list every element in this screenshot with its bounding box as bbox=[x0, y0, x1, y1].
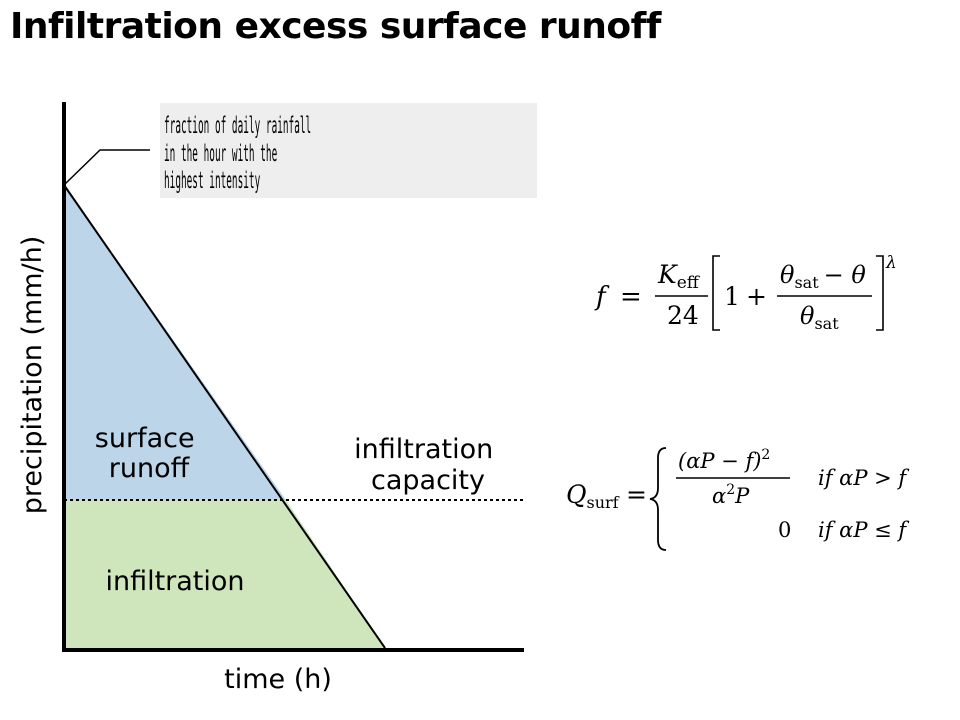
equation-q-surf: Qsurf = (αP − f)2 α2P if αP > f 0 if αP … bbox=[566, 447, 909, 551]
eq-f-k: Keff bbox=[657, 260, 701, 293]
x-axis-label: time (h) bbox=[224, 664, 332, 695]
infiltration-label: infiltration bbox=[105, 566, 244, 597]
eq-q-case2-value: 0 bbox=[778, 518, 791, 542]
eq-f-denominator-2: θsat bbox=[800, 302, 839, 333]
eq-f-one: 1 bbox=[724, 282, 740, 311]
eq-q-case1-numerator: (αP − f)2 bbox=[678, 447, 770, 473]
eq-f-left-bracket bbox=[712, 255, 720, 331]
eq-q-equals: = bbox=[626, 480, 647, 509]
callout-leader-line bbox=[63, 149, 150, 186]
eq-f-equals: = bbox=[620, 282, 642, 312]
callout-text: fraction of daily rainfall in the hour w… bbox=[164, 111, 317, 194]
eq-f-numerator-2: θsat− θ bbox=[780, 261, 866, 292]
eq-q-case1-condition: if αP > f bbox=[818, 466, 909, 490]
eq-f-right-bracket bbox=[876, 255, 884, 331]
eq-q-brace bbox=[649, 447, 667, 551]
eq-q-case1-denominator: α2P bbox=[712, 482, 750, 508]
eq-q-lhs: Qsurf bbox=[566, 480, 620, 512]
equation-f: f = Keff 24 1 + θsat− θ θsat λ bbox=[594, 253, 897, 333]
surface-runoff-label: surface runoff bbox=[95, 423, 203, 484]
eq-f-exponent: λ bbox=[885, 253, 897, 273]
eq-f-lhs: f bbox=[594, 282, 610, 312]
eq-f-denominator: 24 bbox=[667, 301, 699, 330]
infiltration-area bbox=[64, 500, 385, 648]
callout-box bbox=[160, 103, 537, 198]
eq-q-case2-condition: if αP ≤ f bbox=[818, 518, 909, 542]
precipitation-intensity-line bbox=[63, 184, 386, 649]
y-axis-label: precipitation (mm/h) bbox=[17, 236, 48, 515]
page-title: Infiltration excess surface runoff bbox=[10, 6, 661, 47]
eq-f-plus: + bbox=[746, 282, 767, 311]
infiltration-capacity-label: infiltration capacity bbox=[354, 434, 502, 496]
